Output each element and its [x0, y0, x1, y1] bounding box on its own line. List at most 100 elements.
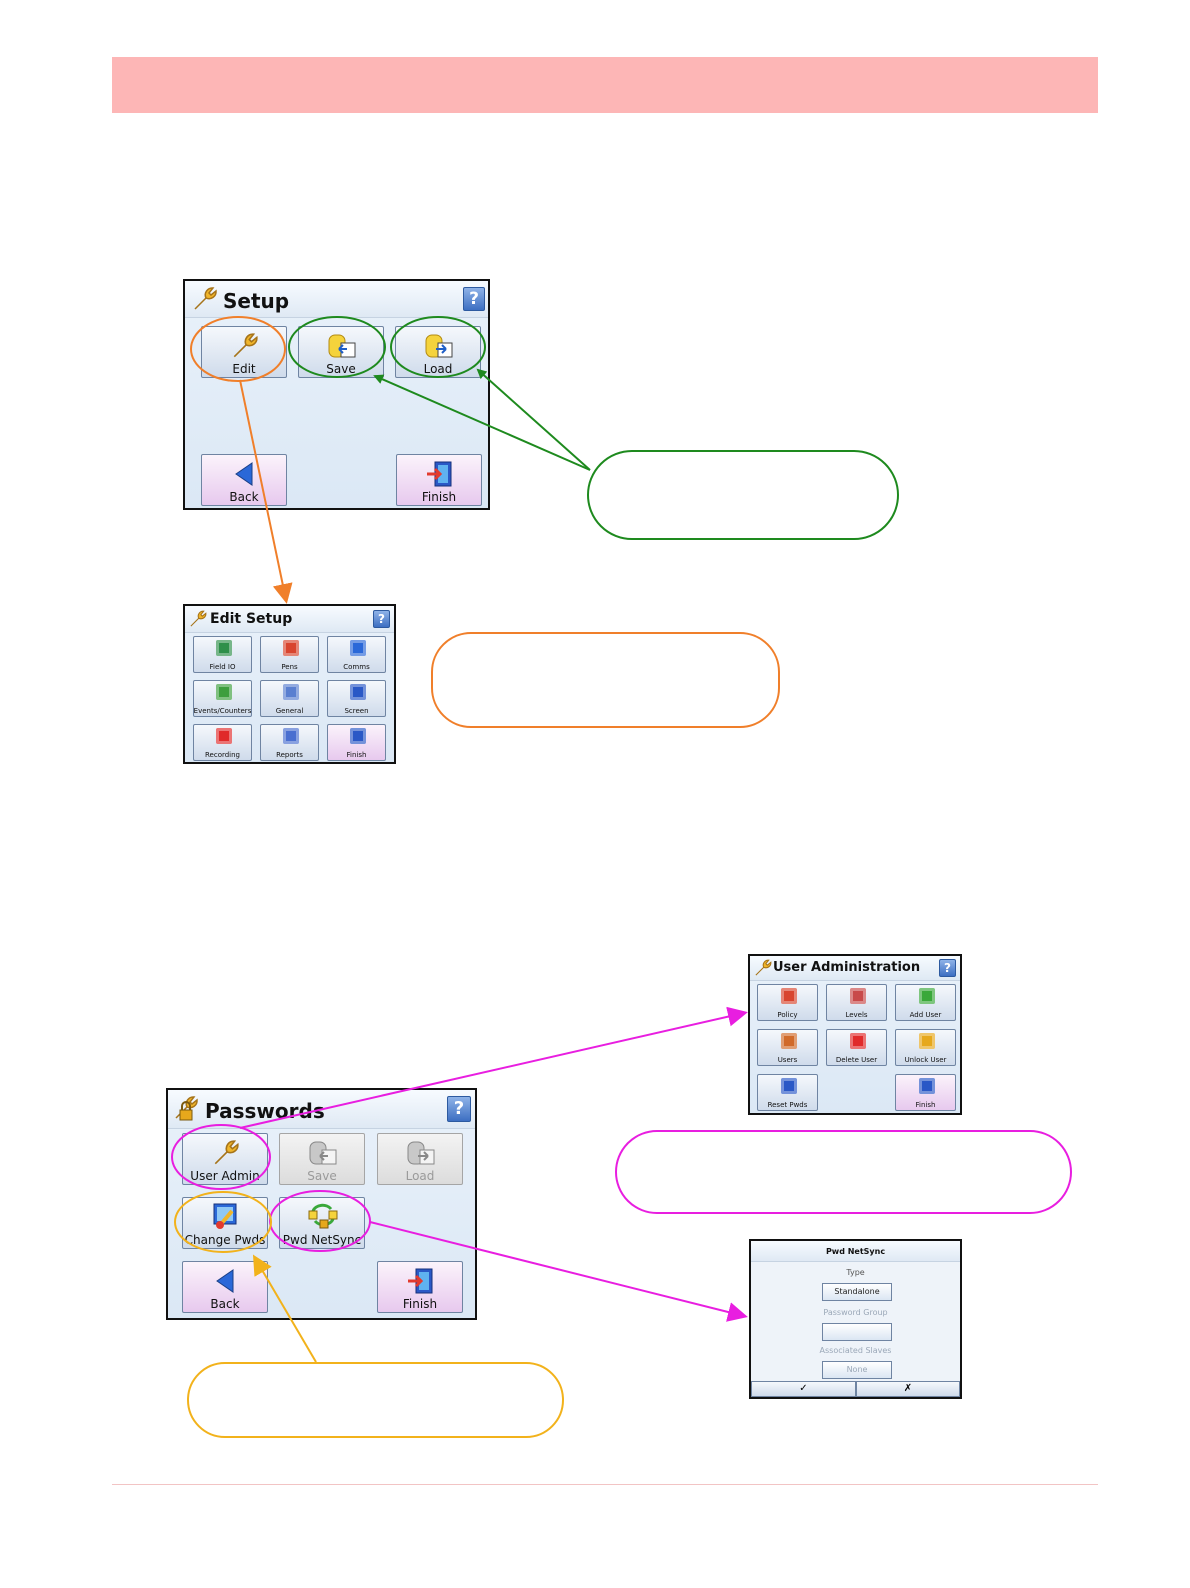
screen-button[interactable]: Screen — [327, 680, 386, 717]
back-button[interactable]: Back — [201, 454, 287, 506]
unlock-user-button[interactable]: Unlock User — [895, 1029, 956, 1066]
pens-button[interactable]: Pens — [260, 636, 319, 673]
change-password-icon — [213, 1203, 237, 1229]
cancel-button[interactable]: ✗ — [856, 1381, 960, 1397]
load-button[interactable]: Load — [395, 326, 481, 378]
lock-wrench-icon — [175, 1096, 198, 1121]
save-config-icon — [309, 1141, 337, 1165]
reset-pwds-button[interactable]: Reset Pwds — [757, 1074, 818, 1111]
grid-item-label: Unlock User — [904, 1056, 947, 1064]
general-button[interactable]: General — [260, 680, 319, 717]
load-button[interactable]: Load — [377, 1133, 463, 1185]
grid-item-label: Users — [777, 1056, 798, 1064]
password-group-label: Password Group — [823, 1308, 888, 1317]
help-button[interactable]: ? — [939, 959, 956, 977]
back-button[interactable]: Back — [182, 1261, 268, 1313]
recording-icon — [215, 728, 232, 744]
finish-button[interactable]: Finish — [327, 724, 386, 761]
yellow-callout — [187, 1362, 564, 1438]
wrench-icon — [190, 610, 207, 627]
finish-button[interactable]: Finish — [377, 1261, 463, 1313]
save-config-icon — [328, 334, 356, 358]
help-button[interactable]: ? — [463, 287, 485, 311]
associated-slaves-select[interactable]: None — [822, 1361, 892, 1379]
passwords-title-bar: Passwords — [168, 1090, 475, 1129]
ok-button[interactable]: ✓ — [751, 1381, 856, 1397]
setup-screen: Setup ? Edit Save Load Back — [183, 279, 490, 510]
footer-rule — [112, 1484, 1098, 1485]
green-arrow-load — [476, 368, 591, 471]
chapter-header-band — [112, 57, 1098, 113]
passwords-screen: Passwords ? User Admin Save Load Change — [166, 1088, 477, 1320]
finish-label: Finish — [421, 490, 457, 504]
events-counters-button[interactable]: Events/Counters — [193, 680, 252, 717]
help-button[interactable]: ? — [373, 610, 390, 628]
recording-button[interactable]: Recording — [193, 724, 252, 761]
grid-item-label: Field IO — [209, 663, 236, 671]
delete-user-icon — [849, 1033, 866, 1049]
pwd-netsync-button[interactable]: Pwd NetSync — [279, 1197, 365, 1249]
user-admin-label: User Admin — [190, 1169, 260, 1183]
grid-item-label: Policy — [777, 1011, 798, 1019]
edit-button[interactable]: Edit — [201, 326, 287, 378]
field-io-button[interactable]: Field IO — [193, 636, 252, 673]
netsync-title-bar: Pwd NetSync — [751, 1241, 960, 1262]
netsync-title: Pwd NetSync — [825, 1246, 886, 1256]
grid-item-label: General — [275, 707, 304, 715]
reports-button[interactable]: Reports — [260, 724, 319, 761]
password-group-field[interactable] — [822, 1323, 892, 1341]
wrench-icon — [214, 1140, 239, 1165]
change-pwds-button[interactable]: Change Pwds — [182, 1197, 268, 1249]
setup-title-bar: Setup — [185, 281, 488, 318]
comms-icon — [349, 640, 366, 656]
associated-slaves-label: Associated Slaves — [819, 1346, 892, 1355]
edit-setup-title: Edit Setup — [210, 611, 293, 627]
grid-item-label: Reset Pwds — [767, 1101, 808, 1109]
grid-item-label: Comms — [343, 663, 370, 671]
back-label: Back — [229, 490, 259, 504]
edit-label: Edit — [232, 362, 256, 376]
field-io-icon — [215, 640, 232, 656]
grid-item-label: Delete User — [835, 1056, 878, 1064]
grid-item-label: Events/Counters — [193, 707, 252, 715]
back-arrow-icon — [216, 1269, 234, 1293]
save-label: Save — [326, 362, 356, 376]
save-button[interactable]: Save — [279, 1133, 365, 1185]
wrench-icon — [194, 287, 217, 310]
save-button[interactable]: Save — [298, 326, 384, 378]
netsync-icon — [308, 1203, 338, 1229]
finish-label: Finish — [402, 1297, 438, 1311]
save-label: Save — [307, 1169, 337, 1183]
comms-button[interactable]: Comms — [327, 636, 386, 673]
levels-icon — [849, 988, 866, 1004]
screen-icon — [349, 684, 366, 700]
user-admin-button[interactable]: User Admin — [182, 1133, 268, 1185]
delete-user-button[interactable]: Delete User — [826, 1029, 887, 1066]
passwords-title: Passwords — [205, 1099, 325, 1123]
levels-button[interactable]: Levels — [826, 984, 887, 1021]
finish-door-icon — [427, 461, 452, 487]
finish-button[interactable]: Finish — [895, 1074, 956, 1111]
back-label: Back — [210, 1297, 240, 1311]
help-button[interactable]: ? — [447, 1096, 471, 1122]
grid-item-label: Finish — [915, 1101, 936, 1109]
type-select[interactable]: Standalone — [822, 1283, 892, 1301]
events-counters-icon — [215, 684, 232, 700]
policy-button[interactable]: Policy — [757, 984, 818, 1021]
load-label: Load — [423, 362, 453, 376]
load-config-icon — [407, 1141, 435, 1165]
grid-item-label: Pens — [281, 663, 298, 671]
users-icon — [780, 1033, 797, 1049]
wrench-icon — [755, 959, 772, 976]
change-pwds-label: Change Pwds — [184, 1233, 266, 1247]
grid-item-label: Add User — [909, 1011, 942, 1019]
users-button[interactable]: Users — [757, 1029, 818, 1066]
setup-title: Setup — [223, 289, 290, 313]
orange-callout — [431, 632, 780, 728]
user-admin-title-bar: User Administration — [750, 956, 960, 981]
add-user-button[interactable]: Add User — [895, 984, 956, 1021]
general-icon — [282, 684, 299, 700]
finish-button[interactable]: Finish — [396, 454, 482, 506]
